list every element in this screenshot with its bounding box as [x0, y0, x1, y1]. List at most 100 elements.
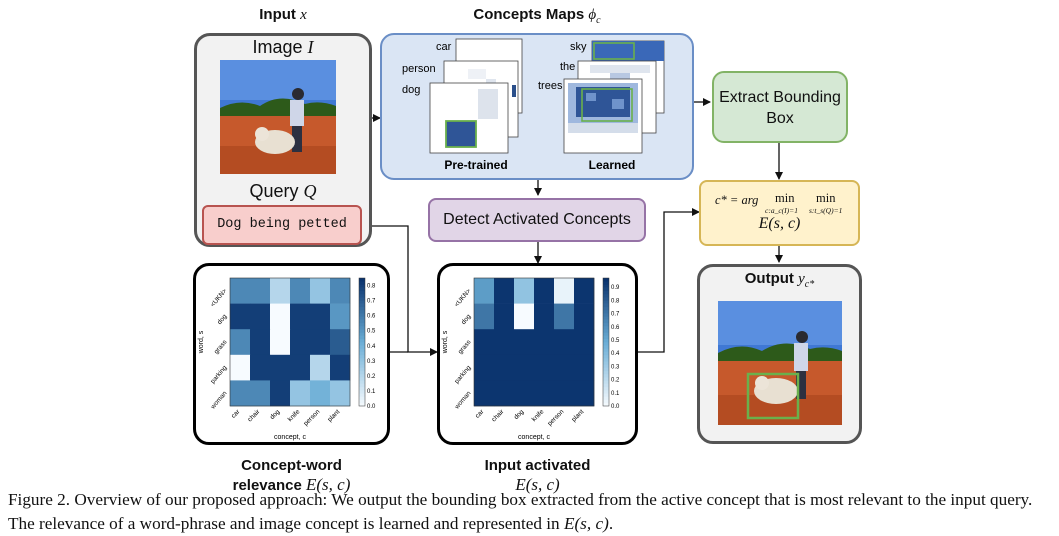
colorbar-segment — [603, 396, 609, 400]
heatmap-cell-grass-person — [310, 329, 331, 356]
colorbar-segment — [359, 377, 365, 381]
heatmap-cell-<UKN>-chair — [494, 278, 515, 304]
heatmap-cell-parking-plant — [574, 354, 595, 381]
colorbar-segment — [603, 310, 609, 314]
extract-label-line1: Extract Bounding — [719, 89, 841, 106]
heatmap-cell-parking-person — [554, 354, 575, 381]
colorbar-segment — [359, 338, 365, 343]
x-tick-label: chair — [490, 408, 506, 424]
colorbar-segment — [359, 364, 365, 368]
formula-rhs: E(s, c) — [758, 215, 801, 232]
heatmap-cell-dog-person — [310, 303, 331, 330]
output-title: Output yc* — [744, 270, 815, 290]
heatmap-cell-grass-chair — [250, 329, 271, 356]
heatmap-cell-dog-person — [554, 303, 575, 330]
colorbar-segment — [359, 303, 365, 308]
heatmap-cell-grass-knife — [534, 329, 555, 356]
y-tick-label: dog — [460, 313, 473, 326]
x-tick-label: knife — [287, 408, 302, 423]
pretrained-caption: Pre-trained — [444, 158, 507, 172]
colorbar-segment — [603, 313, 609, 317]
heatmap-cell-woman-car — [474, 380, 495, 407]
colorbar-segment — [603, 303, 609, 308]
heatmap-cell-<UKN>-dog — [270, 278, 291, 304]
colorbar-segment — [603, 297, 609, 301]
colorbar-segment — [603, 281, 609, 285]
colorbar-segment — [359, 348, 365, 352]
heatmap-cell-woman-person — [310, 380, 331, 407]
colorbar-segment — [359, 393, 365, 397]
heatmap-cell-woman-dog — [270, 380, 291, 407]
colorbar-segment — [359, 278, 365, 282]
detect-concepts-box: Detect Activated Concepts — [428, 198, 646, 242]
colorbar-segment — [603, 326, 609, 330]
colorbar-segment — [603, 335, 609, 340]
arrow-activated-to-formula — [638, 208, 700, 353]
colorbar-segment — [359, 322, 365, 327]
formula-min2-sub: s:t_s(Q)=1 — [809, 206, 843, 215]
colorbar-segment — [603, 380, 609, 384]
colorbar-segment — [603, 377, 609, 381]
query-field[interactable]: Dog being petted — [202, 205, 362, 245]
colorbar-segment — [603, 393, 609, 397]
colorbar-tick-label: 0.4 — [611, 351, 620, 357]
formula-min1: min — [775, 191, 795, 205]
x-tick-label: plant — [570, 408, 585, 423]
colorbar-segment — [603, 290, 609, 295]
pretrained-label-dog: dog — [402, 84, 420, 96]
colorbar-segment — [359, 297, 365, 301]
y-tick-label: parking — [209, 364, 228, 385]
colorbar-segment — [603, 402, 609, 407]
formula-min2: min — [816, 191, 836, 205]
extract-bbox-box: Extract Bounding Box — [712, 71, 848, 143]
pretrained-label-person: person — [402, 63, 436, 75]
heatmap-cell-parking-dog — [270, 354, 291, 381]
colorbar-segment — [359, 313, 365, 317]
learned-label-the: the — [560, 61, 575, 73]
colorbar-segment — [359, 329, 365, 333]
colorbar-tick-label: 0.7 — [367, 299, 376, 305]
heatmap-cell-parking-knife — [290, 354, 311, 381]
colorbar-segment — [359, 310, 365, 314]
colorbar-segment — [359, 386, 365, 391]
heatmap-cell-parking-car — [474, 354, 495, 381]
heatmap-cell-parking-person — [310, 354, 331, 381]
colorbar-segment — [603, 351, 609, 356]
colorbar-segment — [603, 338, 609, 343]
colorbar-segment — [359, 332, 365, 336]
colorbar-tick-label: 0.1 — [611, 391, 620, 397]
colorbar-segment — [359, 345, 365, 349]
x-tick-label: chair — [246, 408, 262, 424]
heatmap-cell-dog-knife — [534, 303, 555, 330]
y-axis-label: word, s — [442, 330, 449, 354]
y-tick-label: woman — [453, 390, 473, 412]
heatmap-cell-<UKN>-plant — [574, 278, 595, 304]
heatmap-cell-woman-plant — [574, 380, 595, 407]
colorbar-segment — [359, 326, 365, 330]
heatmap-cell-dog-chair — [250, 303, 271, 330]
colorbar-segment — [359, 335, 365, 340]
x-tick-label: knife — [531, 408, 546, 423]
colorbar-tick-label: 0.0 — [367, 404, 376, 410]
y-tick-label: parking — [453, 364, 472, 385]
colorbar-segment — [603, 319, 609, 324]
colorbar-segment — [603, 348, 609, 352]
heatmap-cell-<UKN>-plant — [330, 278, 351, 304]
colorbar-segment — [603, 367, 609, 372]
colorbar-segment — [359, 316, 365, 320]
y-tick-label: woman — [209, 390, 229, 412]
heatmap-cell-woman-dog — [514, 380, 535, 407]
heatmap-cell-parking-car — [230, 354, 251, 381]
colorbar-segment — [359, 284, 365, 288]
output-image — [718, 301, 842, 425]
heatmap-cell-dog-dog — [270, 303, 291, 330]
heatmap-cell-woman-knife — [534, 380, 555, 407]
colorbar-tick-label: 0.8 — [611, 298, 620, 304]
heatmap-cell-parking-knife — [534, 354, 555, 381]
heatmap-cell-woman-knife — [290, 380, 311, 407]
heatmap-cell-dog-plant — [330, 303, 351, 330]
learned-caption: Learned — [589, 158, 636, 172]
colorbar-segment — [359, 399, 365, 404]
heatmap-cell-grass-chair — [494, 329, 515, 356]
